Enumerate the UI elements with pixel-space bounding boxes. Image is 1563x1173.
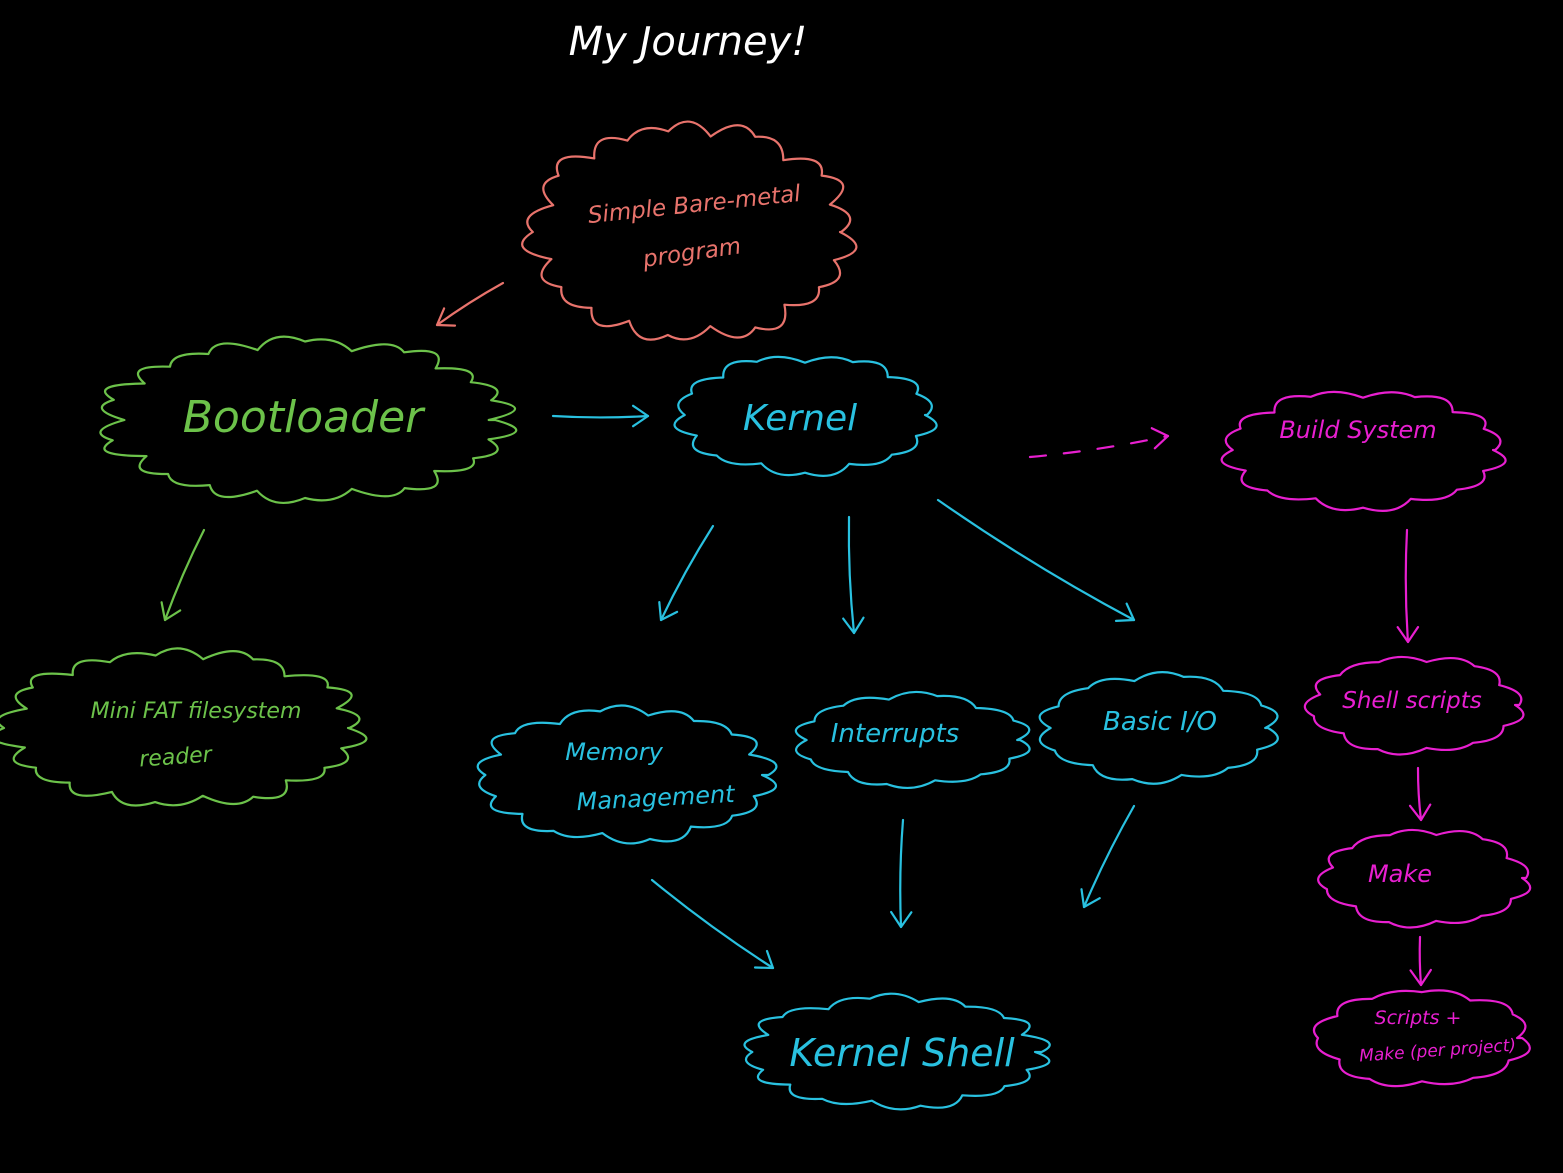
arrow-head [890,910,913,929]
make-label: Make [1368,860,1432,888]
arrows-layer [160,281,1432,987]
arrow-head [658,601,679,622]
arrow-shaft [1028,434,1170,459]
node-shell-scripts: Shell scripts [1303,655,1525,756]
arrow-shaft [1418,935,1423,987]
arrow-kernel-to-interrupts [842,515,865,635]
arrow-head [842,616,865,635]
arrow-shaft [659,524,715,622]
arrow-kernel-to-memory [658,524,715,622]
node-kernel: Kernel [673,355,938,477]
mini-fat-cloud [0,647,368,807]
arrow-shaft [551,414,650,419]
scripts-make-cloud [1312,989,1531,1088]
kernel-cloud [673,355,938,477]
cloud-outline [673,355,938,477]
arrow-simple-program-to-bootloader [435,281,505,327]
arrow-memory-to-kernel-shell [650,878,775,970]
arrow-bootloader-to-mini-fat [160,528,206,622]
arrow-kernel-to-basic-io [936,498,1136,622]
basic-io-cloud [1038,671,1279,785]
arrow-basic-io-to-kernel-shell [1080,804,1136,909]
arrow-head [1408,803,1432,822]
mini-fat-label-line2: reader [138,742,214,772]
shell-scripts-cloud [1303,655,1525,756]
arrow-kernel-to-build-system [1028,427,1170,459]
arrow-shaft [1416,766,1423,822]
arrow-shaft [899,818,905,929]
arrow-shaft [163,528,206,622]
node-mini-fat: Mini FAT filesystem reader [0,647,368,807]
cloud-outline [1220,390,1507,512]
arrow-head [160,601,182,622]
cloud-outline [0,647,368,807]
arrow-head [1409,968,1432,987]
arrow-head [1396,626,1420,644]
mini-fat-label-line1: Mini FAT filesystem [91,699,302,724]
cloud-outline [1317,828,1532,929]
arrow-interrupts-to-kernel-shell [890,818,913,929]
cloud-outline [743,992,1051,1111]
arrow-shell-scripts-to-make [1408,766,1432,822]
basic-io-label: Basic I/O [1103,707,1217,737]
arrow-shaft [435,281,505,327]
arrow-head [753,949,775,970]
cloud-outline [1038,671,1279,785]
arrow-shaft [1082,804,1136,909]
interrupts-label: Interrupts [831,719,959,749]
bootloader-cloud [99,335,518,505]
arrow-shaft [650,878,775,970]
arrow-shaft [1404,528,1410,644]
node-basic-io: Basic I/O [1038,671,1279,785]
arrow-make-to-scripts-make [1409,935,1432,987]
arrow-bootloader-to-kernel [551,404,650,428]
build-system-cloud [1220,390,1507,512]
kernel-label: Kernel [743,398,857,439]
cloud-outline [1312,989,1531,1088]
memory-cloud [476,704,778,845]
cloud-outline [1303,655,1525,756]
cloud-outline [99,335,518,505]
arrow-head [1114,602,1136,622]
kernel-shell-label: Kernel Shell [789,1031,1015,1075]
node-make: Make [1317,828,1532,929]
shell-scripts-label: Shell scripts [1342,688,1482,714]
cloud-outline [521,120,858,341]
scripts-make-label-line1: Scripts + [1375,1007,1462,1029]
kernel-shell-cloud [743,992,1051,1111]
simple-program-cloud [521,120,858,341]
arrow-shaft [936,498,1136,622]
arrow-head [435,307,457,327]
node-interrupts: Interrupts [794,690,1031,789]
cloud-outline [476,704,778,845]
node-kernel-shell: Kernel Shell [743,992,1051,1111]
make-cloud [1317,828,1532,929]
memory-label-line1: Memory [565,738,663,766]
page-title: My Journey! [569,19,808,65]
cloud-outline [794,690,1031,789]
arrow-head [1150,427,1170,450]
arrow-head [632,404,650,428]
build-system-label: Build System [1279,416,1436,444]
bootloader-label: Bootloader [183,392,426,443]
arrow-shaft [847,515,856,635]
node-build-system: Build System [1220,390,1507,512]
node-bootloader: Bootloader [99,335,518,505]
arrow-build-system-to-shell-scripts [1396,528,1420,644]
arrow-head [1080,888,1101,909]
interrupts-cloud [794,690,1031,789]
